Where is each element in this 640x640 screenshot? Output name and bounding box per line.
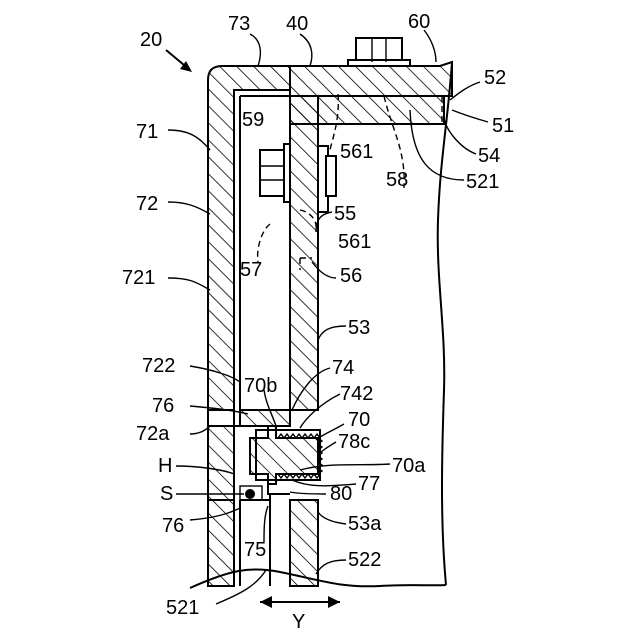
label-52: 52 xyxy=(484,67,506,89)
label-Y: Y xyxy=(292,611,305,633)
label-75: 75 xyxy=(244,539,266,561)
label-742: 742 xyxy=(340,383,373,405)
label-59: 59 xyxy=(242,109,264,131)
label-60: 60 xyxy=(408,11,430,33)
label-54: 54 xyxy=(478,145,500,167)
label-76-bot: 76 xyxy=(162,515,184,537)
side-wall-lower xyxy=(208,426,234,586)
label-78c: 78c xyxy=(338,431,370,453)
label-73: 73 xyxy=(228,13,250,35)
label-77: 77 xyxy=(358,473,380,495)
panel-right-edge xyxy=(438,62,452,585)
label-53: 53 xyxy=(348,317,370,339)
label-561-mid: 561 xyxy=(338,231,371,253)
bolt-59-head xyxy=(260,150,286,196)
label-72a: 72a xyxy=(136,423,170,445)
label-70a: 70a xyxy=(392,455,426,477)
label-56: 56 xyxy=(340,265,362,287)
label-40: 40 xyxy=(286,13,308,35)
member-53 xyxy=(290,96,318,410)
label-80: 80 xyxy=(330,483,352,505)
strip-74 xyxy=(240,410,290,426)
label-57: 57 xyxy=(240,259,262,281)
label-58: 58 xyxy=(386,169,408,191)
ball-S xyxy=(245,489,255,499)
label-722: 722 xyxy=(142,355,175,377)
label-53a: 53a xyxy=(348,513,382,535)
label-51: 51 xyxy=(492,115,514,137)
bolt-60-washer xyxy=(348,60,410,66)
label-55: 55 xyxy=(334,203,356,225)
label-76-top: 76 xyxy=(152,395,174,417)
cover-72a xyxy=(208,410,234,426)
bolt-60-head xyxy=(356,38,402,62)
label-721: 721 xyxy=(122,267,155,289)
label-521-bot: 521 xyxy=(166,597,199,619)
label-521-top: 521 xyxy=(466,171,499,193)
label-561-top: 561 xyxy=(340,141,373,163)
label-72: 72 xyxy=(136,193,158,215)
label-20: 20 xyxy=(140,29,162,51)
member-53a xyxy=(290,500,318,586)
label-70b: 70b xyxy=(244,375,277,397)
label-H: H xyxy=(158,455,172,477)
label-S: S xyxy=(160,483,173,505)
label-74: 74 xyxy=(332,357,354,379)
label-71: 71 xyxy=(136,121,158,143)
label-70: 70 xyxy=(348,409,370,431)
label-522: 522 xyxy=(348,549,381,571)
